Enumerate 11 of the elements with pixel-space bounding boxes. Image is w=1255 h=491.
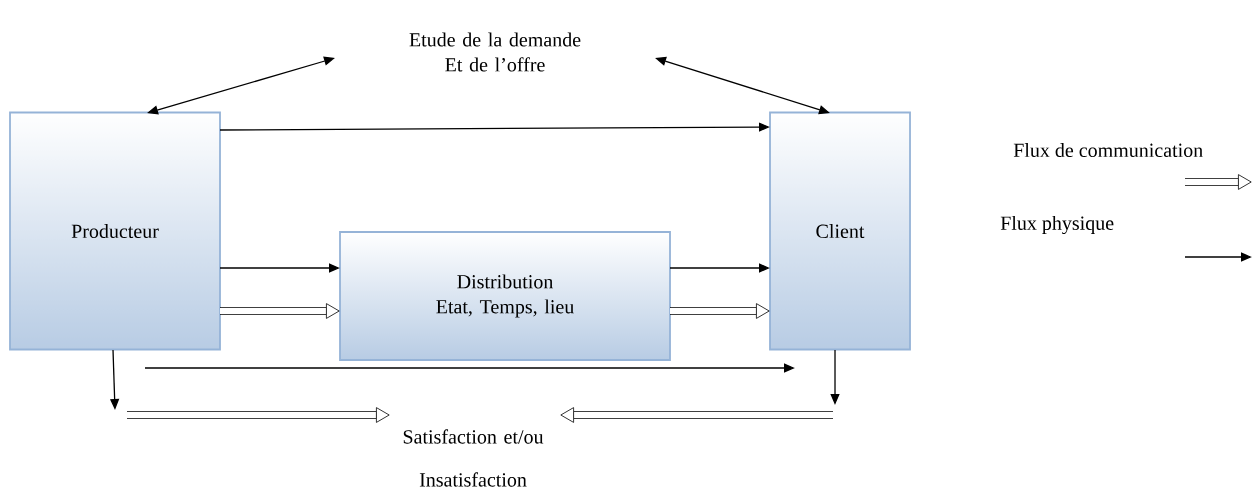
- legend-text: Flux physique: [1000, 215, 1114, 235]
- process-box: Distribution Etat, Temps, lieu: [339, 231, 671, 361]
- text-label: Satisfaction et/ou Insatisfaction: [403, 429, 544, 487]
- process-box: Client: [769, 111, 911, 351]
- hollow-arrow: [127, 407, 390, 423]
- text-label: Etude de la demande Et de l’offre: [409, 32, 581, 72]
- hollow-arrow: [670, 303, 770, 319]
- process-box: Producteur: [9, 111, 221, 351]
- hollow-arrow: [560, 407, 833, 423]
- hollow-arrow: [220, 303, 340, 319]
- legend-text: Flux de communication: [1013, 142, 1203, 158]
